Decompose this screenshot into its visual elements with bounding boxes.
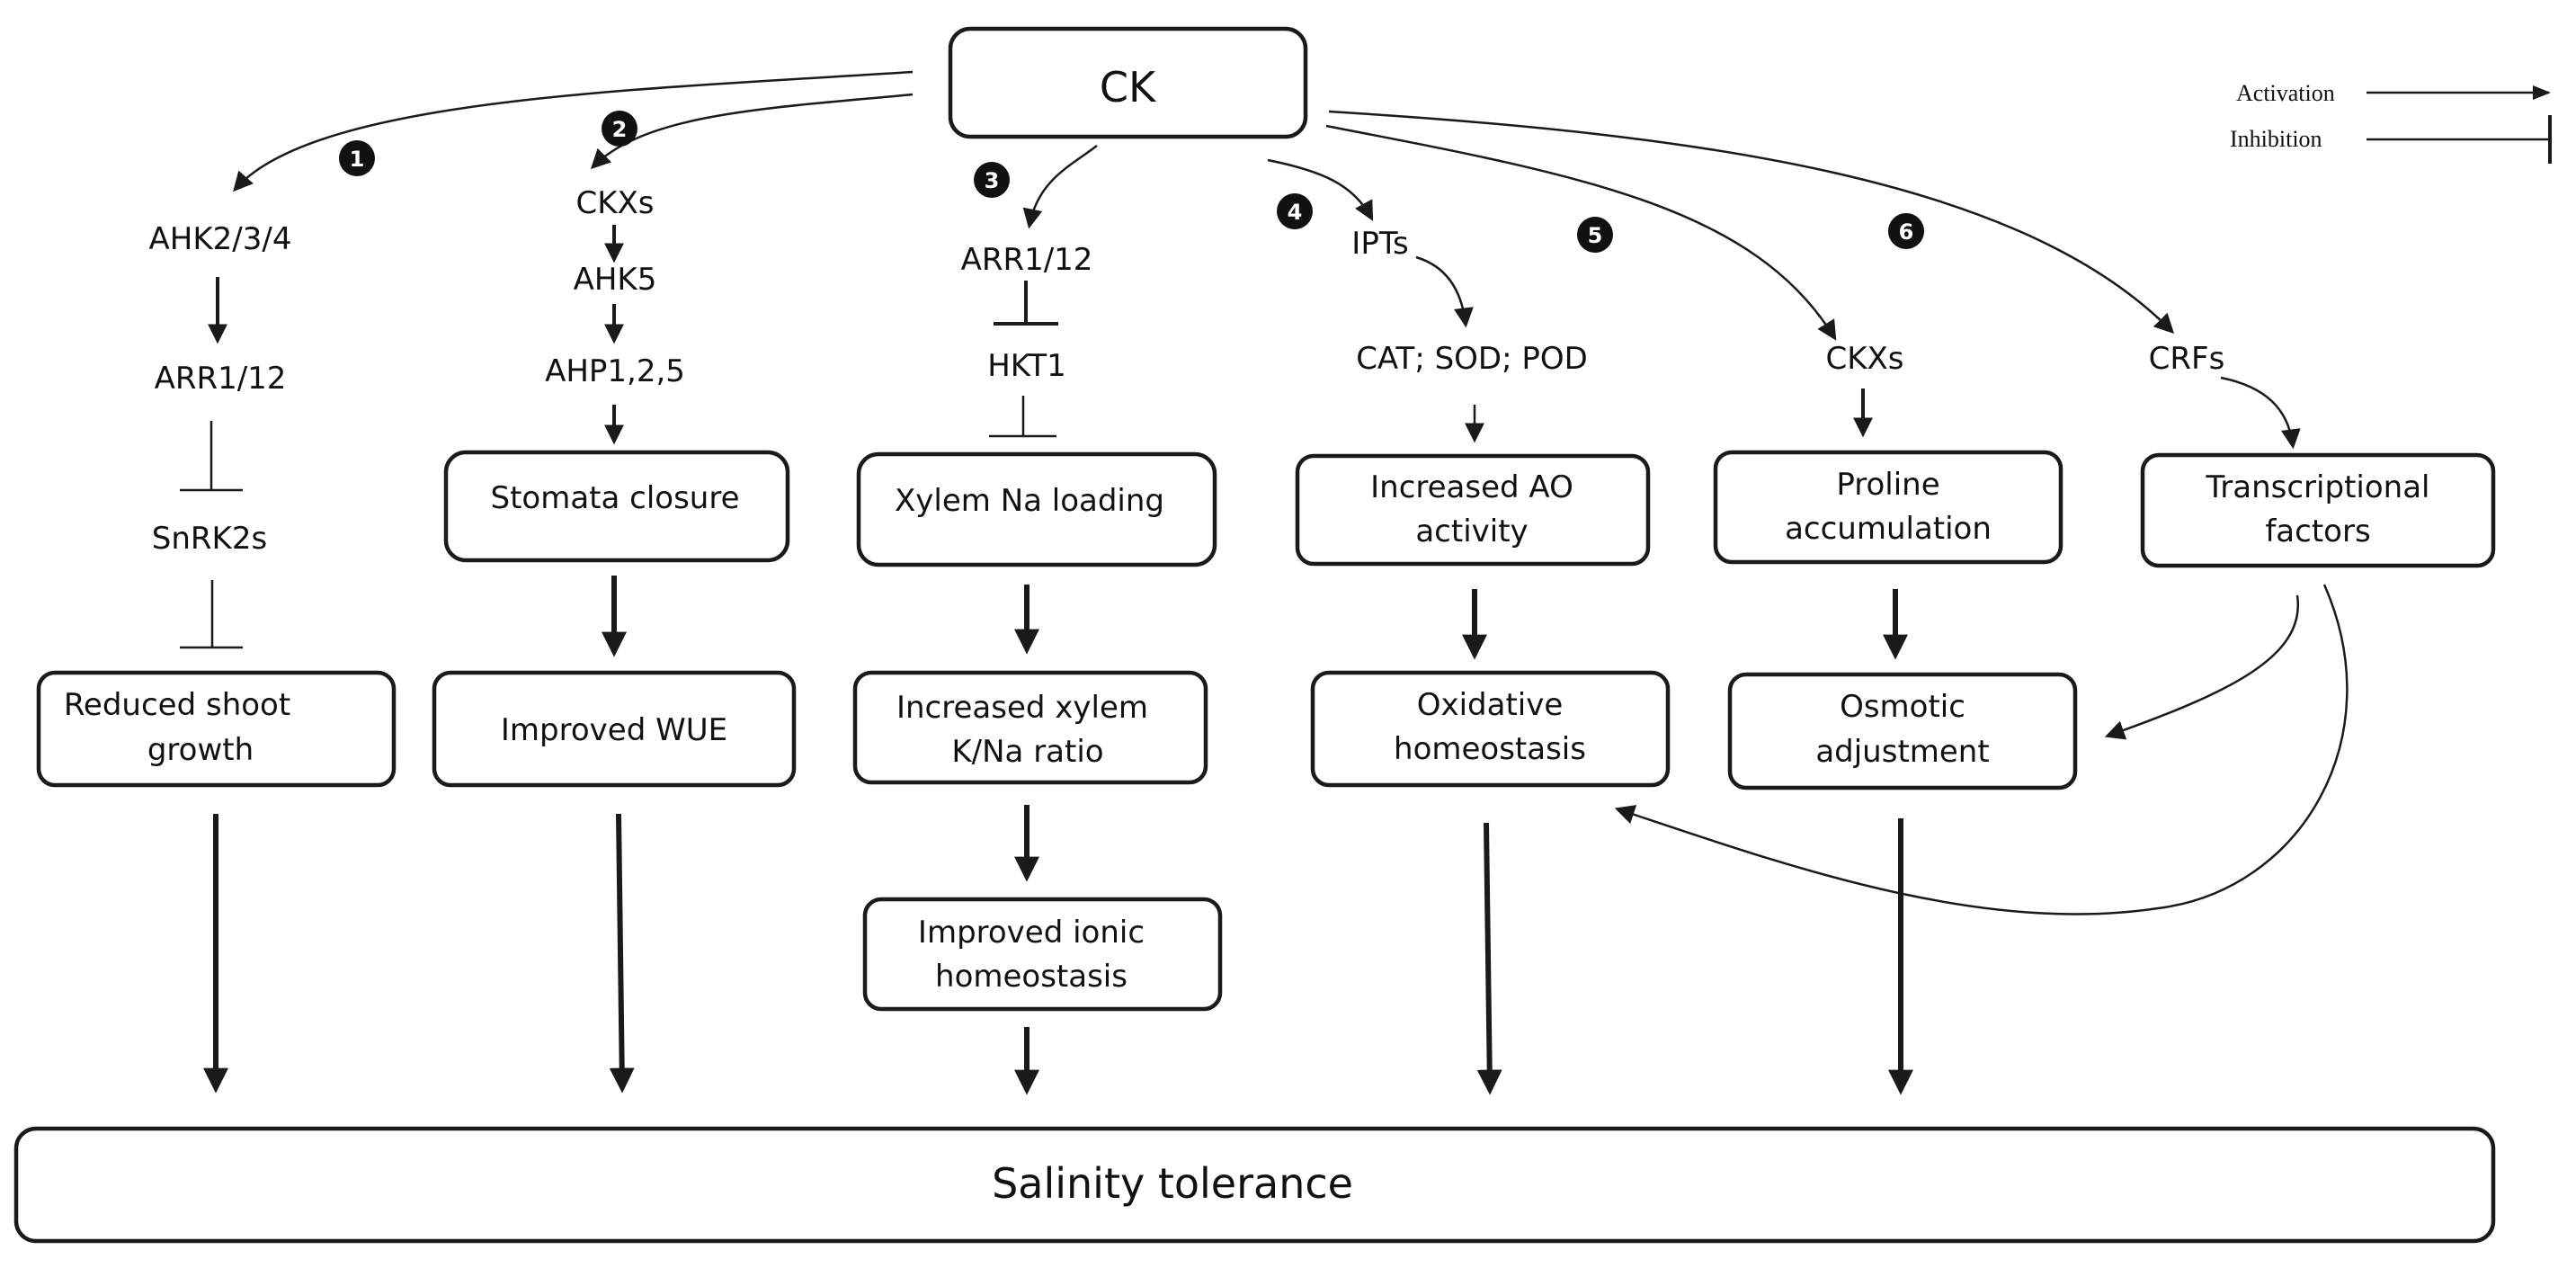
svg-text:Proline: Proline: [1836, 467, 1939, 503]
ck-to-arr112-arrow: [1022, 145, 1098, 229]
crfs-to-tf-arrow: [2220, 376, 2301, 450]
ahk5-label: AHK5: [574, 262, 657, 298]
arr112-label: ARR1/12: [155, 361, 287, 397]
reduced-shoot-growth-box: Reduced shoot growth: [36, 670, 397, 788]
svg-text:Xylem Na loading: Xylem Na loading: [895, 483, 1164, 519]
svg-text:4: 4: [1288, 200, 1303, 225]
ckxs-col5-label: CKXs: [1825, 341, 1903, 377]
oxidative-homeostasis-box: Oxidative homeostasis: [1310, 670, 1671, 788]
svg-text:Stomata closure: Stomata closure: [491, 480, 740, 516]
svg-text:K/Na ratio: K/Na ratio: [951, 734, 1103, 770]
pathway-number-5: 5: [1577, 217, 1613, 253]
ck-to-crfs-arrow: [1328, 110, 2175, 335]
pathway-number-1: 1: [339, 140, 375, 176]
oxidative-to-salinity-arrow: [1476, 822, 1502, 1095]
osmotic-adjustment-box: Osmotic adjustment: [1727, 672, 2078, 790]
ipts-label: IPTs: [1351, 226, 1408, 262]
pathway-number-2: 2: [602, 111, 637, 147]
snrk2s-label: SnRK2s: [152, 521, 267, 557]
legend-activation-label: Activation: [2236, 80, 2335, 106]
ck-to-ipts-arrow: [1267, 158, 1374, 221]
ck-label: CK: [1100, 63, 1157, 112]
ck-to-ahk234-arrow: [233, 70, 914, 192]
salinity-tolerance-label: Salinity tolerance: [992, 1159, 1353, 1208]
increased-xylem-ratio-box: Increased xylem K/Na ratio: [852, 670, 1208, 785]
crfs-label: CRFs: [2149, 341, 2225, 377]
ckxs-label: CKXs: [575, 185, 654, 221]
svg-text:growth: growth: [147, 732, 254, 768]
stomata-closure-box: Stomata closure: [443, 450, 790, 563]
increased-ao-activity-box: Increased AO activity: [1295, 453, 1651, 567]
tf-to-oxidative-arrow: [1614, 584, 2349, 915]
pathway-number-4: 4: [1277, 193, 1313, 229]
svg-text:adjustment: adjustment: [1815, 734, 1989, 770]
svg-text:1: 1: [350, 147, 365, 172]
transcriptional-factors-box: Transcriptional factors: [2140, 452, 2496, 568]
svg-text:Improved WUE: Improved WUE: [501, 712, 727, 748]
ck-to-ckxs2-arrow: [1325, 124, 1837, 341]
legend: Activation Inhibition: [2230, 80, 2552, 164]
improved-ionic-homeostasis-box: Improved ionic homeostasis: [862, 897, 1223, 1012]
ck-to-ckxs-arrow: [590, 93, 914, 170]
ck-node: CK: [948, 26, 1308, 139]
legend-inhibition-label: Inhibition: [2230, 126, 2322, 152]
svg-text:homeostasis: homeostasis: [1394, 731, 1586, 767]
cat-sod-pod-label: CAT; SOD; POD: [1356, 341, 1588, 377]
pathway-number-6: 6: [1888, 213, 1924, 249]
svg-text:Increased xylem: Increased xylem: [896, 690, 1148, 726]
svg-text:2: 2: [612, 117, 628, 142]
pathway-number-3: 3: [974, 162, 1010, 198]
xylem-na-loading-box: Xylem Na loading: [856, 451, 1217, 567]
svg-text:Oxidative: Oxidative: [1417, 687, 1564, 723]
ipts-to-cat-arrow: [1415, 255, 1474, 328]
svg-text:Increased AO: Increased AO: [1370, 469, 1573, 505]
svg-text:6: 6: [1899, 219, 1914, 245]
salinity-tolerance-box: Salinity tolerance: [13, 1126, 2496, 1244]
svg-text:5: 5: [1588, 223, 1603, 248]
svg-text:3: 3: [985, 168, 1000, 193]
improved-wue-box: Improved WUE: [432, 670, 797, 788]
svg-text:activity: activity: [1415, 513, 1528, 549]
svg-text:Reduced shoot: Reduced shoot: [64, 687, 290, 723]
svg-text:Osmotic: Osmotic: [1840, 689, 1965, 725]
ahp125-label: AHP1,2,5: [545, 353, 685, 389]
svg-text:factors: factors: [2265, 513, 2370, 549]
proline-accumulation-box: Proline accumulation: [1713, 450, 2063, 565]
tf-to-osmotic-arrow: [2104, 594, 2300, 740]
svg-text:Improved ionic: Improved ionic: [918, 915, 1145, 951]
arr112-col3-label: ARR1/12: [961, 242, 1093, 278]
svg-text:Transcriptional: Transcriptional: [2206, 469, 2430, 505]
wue-to-salinity-arrow: [609, 813, 635, 1094]
hkt1-label: HKT1: [987, 348, 1066, 384]
svg-text:accumulation: accumulation: [1785, 511, 1992, 547]
ahk234-label: AHK2/3/4: [149, 221, 292, 257]
svg-text:homeostasis: homeostasis: [935, 959, 1128, 995]
